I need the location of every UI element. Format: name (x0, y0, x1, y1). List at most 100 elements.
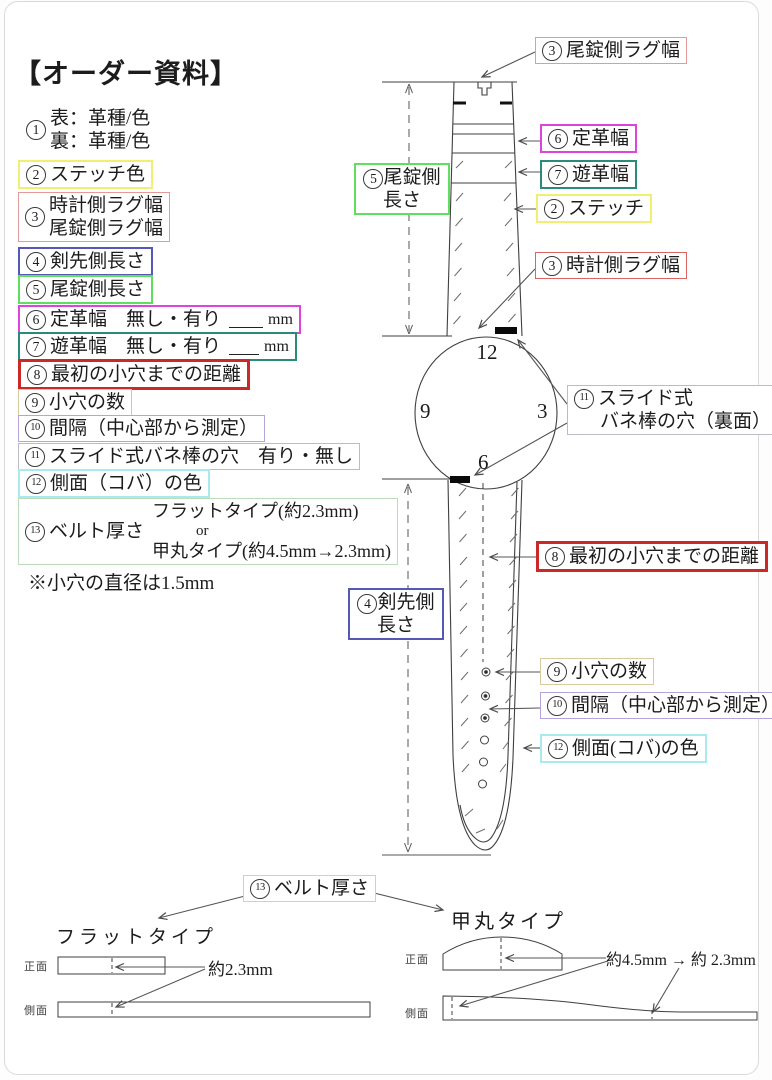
item7-unit: mm (264, 337, 289, 355)
domed-type-title: 甲丸タイプ (451, 911, 566, 933)
list-item-11: 11 スライド式バネ棒の穴 有り・無し (18, 443, 361, 471)
item5-text: 尾錠側長さ (50, 279, 146, 300)
circled-number-11: 11 (25, 446, 45, 467)
circled-number-6: 6 (548, 128, 568, 149)
item13-label: ベルト厚さ (49, 521, 145, 543)
label-text: 時計側ラグ幅 (566, 255, 681, 276)
circled-number-3: 3 (542, 255, 562, 276)
label-text: ベルト厚さ (274, 878, 370, 899)
flat-thickness-value: 約2.3mm (208, 960, 273, 979)
label-text: 側面(コバ)の色 (572, 738, 699, 759)
label-text: バネ棒の穴（裏面） (600, 411, 772, 433)
watch-numeral-3: 3 (537, 399, 548, 423)
item6-unit: mm (268, 310, 293, 328)
circled-number-3: 3 (542, 40, 562, 61)
domed-side-view-label: 側面 (405, 1008, 429, 1020)
watch-numeral-12: 12 (476, 340, 498, 364)
item4-text: 剣先側長さ (50, 251, 146, 272)
label-text: 定革幅 (572, 128, 630, 149)
circled-number-8: 8 (27, 364, 47, 385)
circled-number-10: 10 (547, 695, 567, 716)
item1-back: 裏：革種/色 (50, 131, 151, 153)
label-hole-count: 9 小穴の数 (540, 658, 655, 686)
flat-type-title: フラットタイプ (56, 927, 218, 948)
item3-buckle-side: 尾錠側ラグ幅 (49, 218, 164, 240)
item13-domed-option: 甲丸タイプ(約4.5mm→2.3mm) (152, 540, 392, 561)
label-floating-keeper-width: 7 遊革幅 (540, 160, 638, 190)
circled-number-5: 5 (26, 279, 46, 300)
list-item-3: 3 時計側ラグ幅 尾錠側ラグ幅 (18, 192, 171, 243)
circled-number-7: 7 (26, 336, 46, 357)
list-item-8: 8 最初の小穴までの距離 (18, 359, 251, 391)
list-item-5: 5 尾錠側長さ (18, 275, 154, 305)
label-watch-side-lug-width: 3 時計側ラグ幅 (535, 252, 688, 280)
circled-number-4: 4 (26, 251, 46, 272)
circled-number-2: 2 (544, 198, 564, 219)
circled-number-4: 4 (357, 593, 378, 614)
label-text: 長さ (382, 190, 421, 212)
label-text: ステッチ (568, 198, 645, 219)
label-text: 間隔（中心部から測定） (571, 695, 772, 716)
hole-diameter-note: ※小穴の直径は1.5mm (28, 573, 215, 594)
watch-numeral-6: 6 (478, 450, 489, 474)
item12-text: 側面（コバ）の色 (50, 473, 203, 494)
watch-numeral-9: 9 (420, 399, 431, 423)
circled-number-8: 8 (545, 546, 565, 567)
circled-number-1: 1 (26, 120, 46, 141)
item8-text: 最初の小穴までの距離 (51, 364, 242, 385)
label-text: 小穴の数 (571, 661, 648, 682)
domed-front-view-label: 正面 (405, 954, 429, 966)
list-item-13: 13 ベルト厚さ フラットタイプ(約2.3mm) or 甲丸タイプ(約4.5mm… (18, 498, 399, 566)
item9-text: 小穴の数 (49, 392, 126, 413)
list-item-9: 9 小穴の数 (18, 389, 133, 417)
label-text: スライド式 (598, 388, 694, 409)
circled-number-13: 13 (25, 521, 45, 542)
page-title: 【オーダー資料】 (14, 59, 238, 89)
list-item-12: 12 側面（コバ）の色 (18, 469, 211, 499)
label-text: 尾錠側 (383, 167, 441, 188)
label-hole-interval: 10 間隔（中心部から測定） (540, 692, 772, 720)
item3-watch-side: 時計側ラグ幅 (49, 195, 164, 216)
item13-or: or (196, 523, 209, 540)
label-buckle-side-lug-width: 3 尾錠側ラグ幅 (535, 37, 688, 65)
label-stitch: 2 ステッチ (536, 194, 653, 224)
circled-number-12: 12 (548, 738, 568, 759)
item6-text: 定革幅 無し・有り (50, 309, 222, 330)
label-text: 尾錠側ラグ幅 (566, 40, 681, 61)
circled-number-9: 9 (25, 392, 45, 413)
flat-front-view-label: 正面 (24, 961, 48, 973)
item13-flat-option: フラットタイプ(約2.3mm) (152, 501, 359, 521)
label-belt-thickness: 13 ベルト厚さ (243, 875, 377, 903)
item11-text: スライド式バネ棒の穴 有り・無し (49, 446, 354, 467)
label-fixed-keeper-width: 6 定革幅 (540, 124, 638, 154)
label-text: 遊革幅 (572, 164, 630, 185)
circled-number-11: 11 (574, 388, 594, 409)
circled-number-3: 3 (25, 207, 45, 228)
list-item-7: 7 遊革幅 無し・有り mm (18, 332, 297, 362)
circled-number-10: 10 (25, 418, 45, 439)
circled-number-13: 13 (250, 878, 270, 899)
list-item-1: 1 表：革種/色 裏：革種/色 (20, 106, 156, 154)
circled-number-6: 6 (26, 309, 46, 330)
label-edge-color: 12 側面(コバ)の色 (540, 734, 707, 764)
circled-number-2: 2 (26, 164, 46, 185)
list-item-4: 4 剣先側長さ (18, 247, 154, 277)
item7-text: 遊革幅 無し・有り (50, 336, 222, 357)
circled-number-7: 7 (548, 164, 568, 185)
blank-line (229, 339, 260, 355)
flat-side-view-label: 側面 (24, 1005, 48, 1017)
list-item-6: 6 定革幅 無し・有り mm (18, 305, 301, 335)
list-item-10: 10 間隔（中心部から測定） (18, 415, 266, 443)
label-text: 最初の小穴までの距離 (569, 546, 760, 567)
blank-line (229, 312, 264, 328)
circled-number-9: 9 (547, 661, 567, 682)
item1-front: 表：革種/色 (50, 108, 151, 129)
circled-number-5: 5 (363, 168, 384, 189)
circled-number-12: 12 (26, 473, 46, 494)
label-text: 長さ (376, 615, 415, 637)
item10-text: 間隔（中心部から測定） (49, 418, 259, 439)
